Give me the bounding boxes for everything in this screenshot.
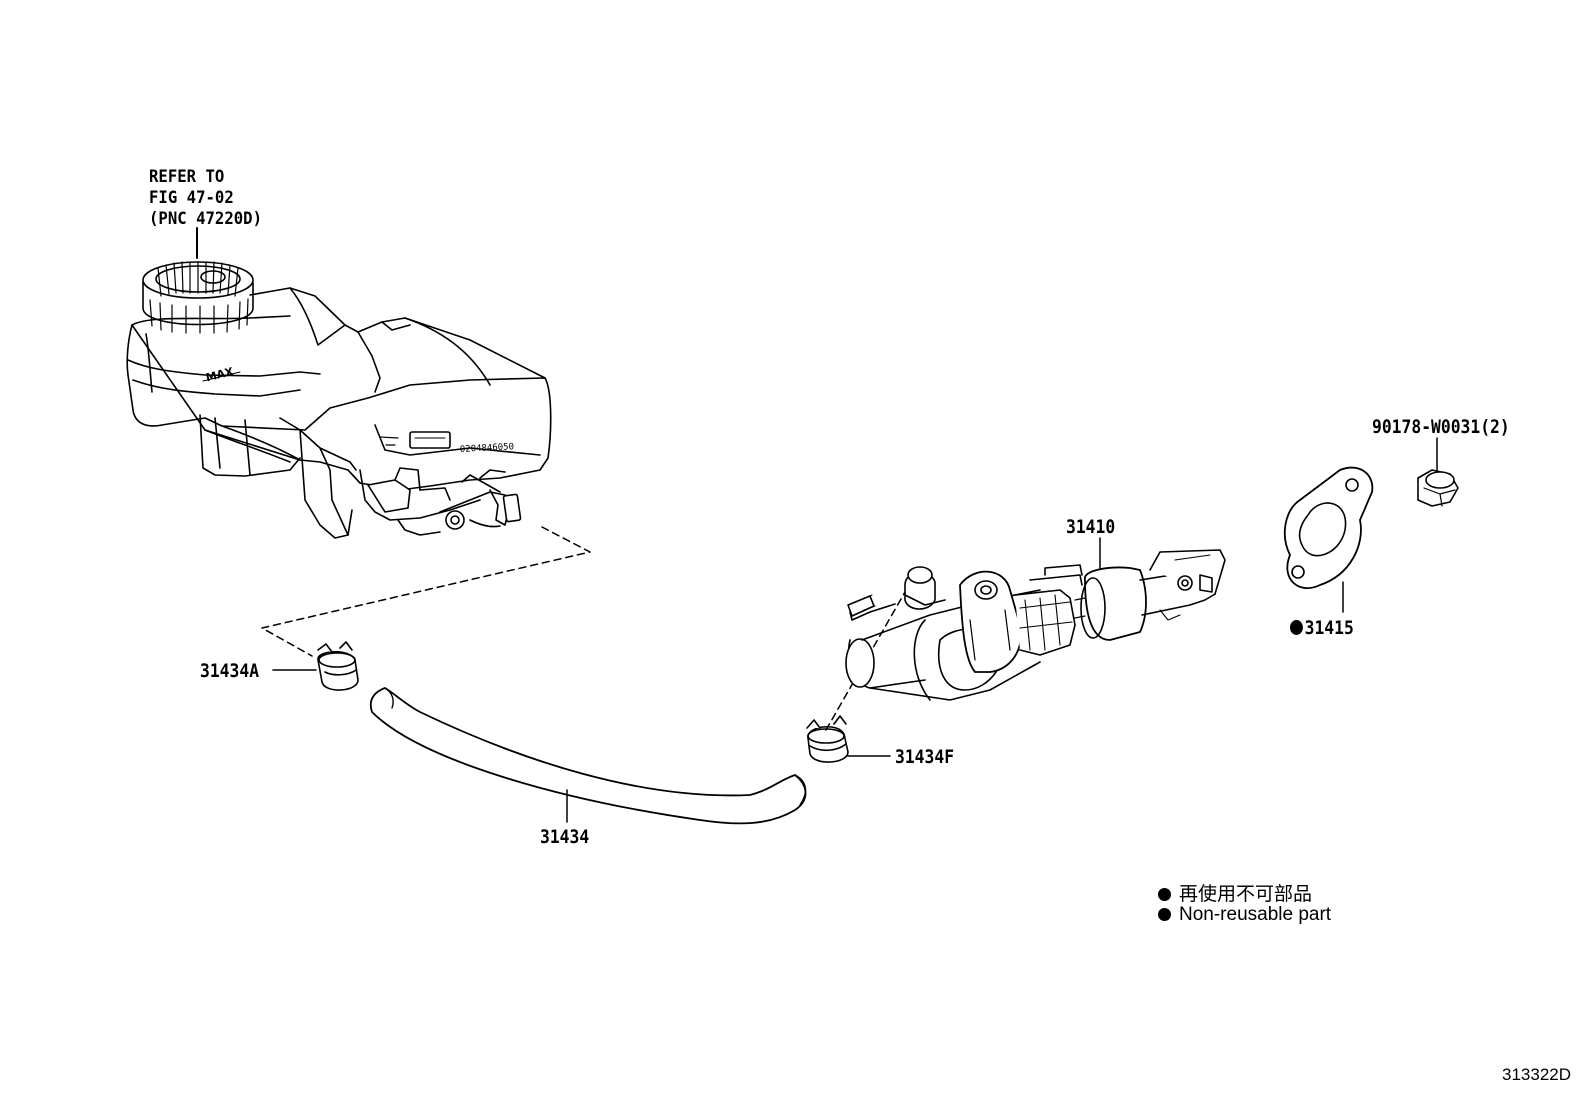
reservoir-hose[interactable] [371, 688, 806, 823]
legend-text-japanese: 再使用不可部品 [1179, 884, 1313, 905]
label-31415-text: 31415 [1304, 617, 1354, 639]
label-90178-W0031[interactable]: 90178-W0031(2) [1372, 416, 1510, 438]
label-31410[interactable]: 31410 [1066, 516, 1116, 538]
outlet-port [446, 511, 464, 529]
flange-nut[interactable] [1418, 438, 1458, 506]
legend-text-english: Non-reusable part [1179, 904, 1332, 925]
connection-line-reservoir [262, 527, 590, 656]
legend-dot-icon [1158, 908, 1171, 921]
brake-fluid-reservoir[interactable]: MAX 0204846050 [127, 228, 550, 538]
label-31415[interactable]: 31415 [1290, 617, 1354, 639]
reference-line-2: FIG 47-02 [149, 188, 234, 208]
reference-note: REFER TO FIG 47-02 (PNC 47220D) [149, 167, 262, 230]
figure-code: 313322D [1502, 1065, 1572, 1084]
label-31434F[interactable]: 31434F [895, 746, 955, 768]
hose-clip-upper[interactable] [273, 642, 358, 690]
hose-clip-lower[interactable] [807, 716, 890, 762]
reservoir-cap[interactable] [143, 262, 253, 333]
reference-line-1: REFER TO [149, 167, 225, 187]
clutch-master-cylinder[interactable] [846, 538, 1225, 700]
label-31434A[interactable]: 31434A [200, 660, 260, 682]
non-reusable-marker [1290, 620, 1303, 635]
cylinder-gasket[interactable] [1285, 468, 1373, 612]
legend-item-english: Non-reusable part [1158, 904, 1331, 926]
label-31434[interactable]: 31434 [540, 826, 590, 848]
reservoir-serial-mark: 0204846050 [460, 442, 515, 455]
legend-dot-icon [1158, 888, 1171, 901]
legend-item-japanese: 再使用不可部品 [1158, 879, 1312, 906]
reference-line-3: (PNC 47220D) [149, 209, 263, 229]
